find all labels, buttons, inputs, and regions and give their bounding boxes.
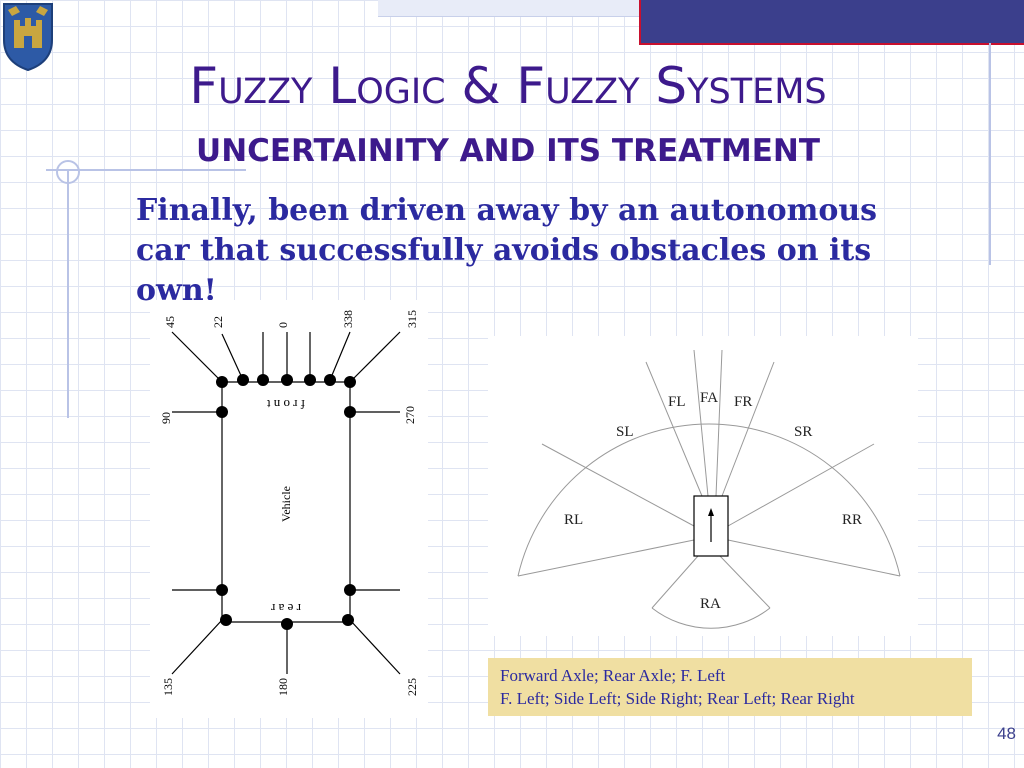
page-number: 48: [997, 724, 1016, 743]
slide-body-text: Finally, been driven away by an autonomo…: [136, 193, 878, 308]
sector-label-fl: FL: [668, 394, 686, 410]
rear-label: r e a r: [270, 601, 301, 616]
sensor-dot: [344, 376, 356, 388]
figure-caption: Forward Axle; Rear Axle; F. Left F. Left…: [488, 658, 972, 716]
sector-label-sl: SL: [616, 424, 634, 440]
sensor-dot: [281, 618, 293, 630]
sensor-dot: [257, 374, 269, 386]
top-bar: [639, 0, 1024, 45]
sensor-label-45: 45: [163, 316, 177, 328]
sensor-dot: [324, 374, 336, 386]
sensor-dot: [342, 614, 354, 626]
sensor-sector-diagram: FL FA FR SL SR RL RR RA: [488, 336, 918, 636]
left-horizontal-rule: [46, 169, 246, 171]
sector-label-fr: FR: [734, 394, 752, 410]
sensor-dot: [281, 374, 293, 386]
front-label: f r o n t: [266, 397, 305, 412]
sensor-dot: [344, 584, 356, 596]
university-crest-logo: [3, 3, 53, 72]
crosshair-circle: [56, 160, 80, 184]
sector-label-fa: FA: [700, 390, 718, 406]
sensor-label-315: 315: [405, 310, 419, 328]
slide-title: Fuzzy Logic & Fuzzy Systems: [189, 57, 827, 115]
sector-label-ra: RA: [700, 596, 721, 612]
left-vertical-rule: [67, 170, 69, 418]
sector-label-rl: RL: [564, 512, 583, 528]
sensor-dot: [216, 406, 228, 418]
right-vertical-rule: [989, 43, 991, 265]
sensor-label-22: 22: [211, 316, 225, 328]
sensor-dot: [216, 584, 228, 596]
sensor-dot: [220, 614, 232, 626]
vehicle-label: Vehicle: [279, 486, 293, 522]
slide-subtitle: UNCERTAINITY AND ITS TREATMENT: [196, 133, 820, 169]
sensor-label-135: 135: [161, 678, 175, 696]
caption-line-1: Forward Axle; Rear Axle; F. Left: [500, 666, 726, 685]
sensor-label-0: 0: [276, 322, 290, 328]
sensor-dot: [344, 406, 356, 418]
sensor-dot: [304, 374, 316, 386]
sensor-label-225: 225: [405, 678, 419, 696]
sensor-label-90: 90: [159, 412, 173, 424]
sensor-label-338: 338: [341, 310, 355, 328]
sector-label-rr: RR: [842, 512, 862, 528]
sensor-dot: [216, 376, 228, 388]
top-band: [378, 0, 640, 17]
sensor-label-180: 180: [276, 678, 290, 696]
vehicle-sensor-diagram: 45 22 0 338 315 90 270 135 180 225 f r o…: [150, 300, 428, 718]
sector-label-sr: SR: [794, 424, 812, 440]
sensor-dot: [237, 374, 249, 386]
caption-line-2: F. Left; Side Left; Side Right; Rear Lef…: [500, 689, 855, 708]
sensor-label-270: 270: [403, 406, 417, 424]
